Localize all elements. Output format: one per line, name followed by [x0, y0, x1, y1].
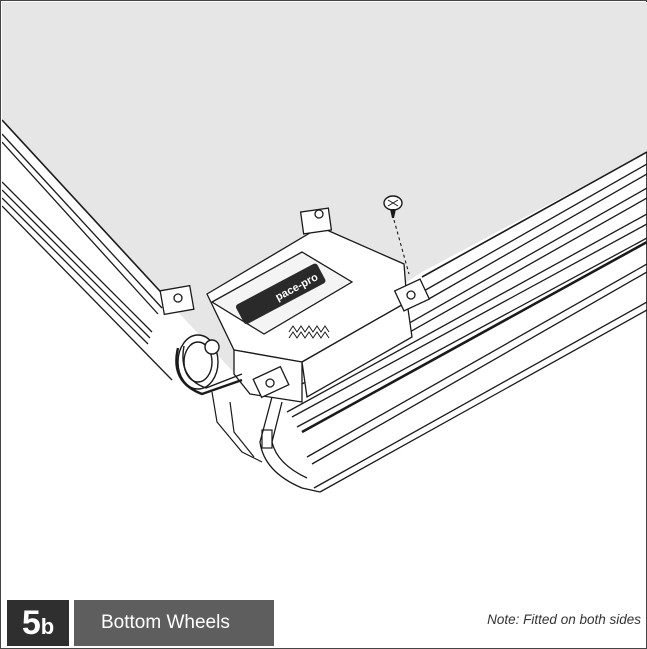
- left-frame-extrusion: [2, 133, 173, 381]
- fitting-note: Note: Fitted on both sides: [487, 612, 641, 627]
- bottom-wheel: [175, 334, 243, 396]
- step-suffix: b: [40, 614, 55, 639]
- extrusion-end: [211, 391, 273, 463]
- step-title: Bottom Wheels: [74, 600, 274, 646]
- panel-top-edge: [2, 119, 171, 303]
- screw-icon: [383, 195, 403, 218]
- assembly-illustration: pace-pro: [2, 2, 647, 493]
- step-number: 5: [21, 604, 41, 642]
- right-frame-extrusion: [259, 163, 647, 493]
- spring: [288, 325, 330, 339]
- panel-right-edge: [421, 151, 647, 278]
